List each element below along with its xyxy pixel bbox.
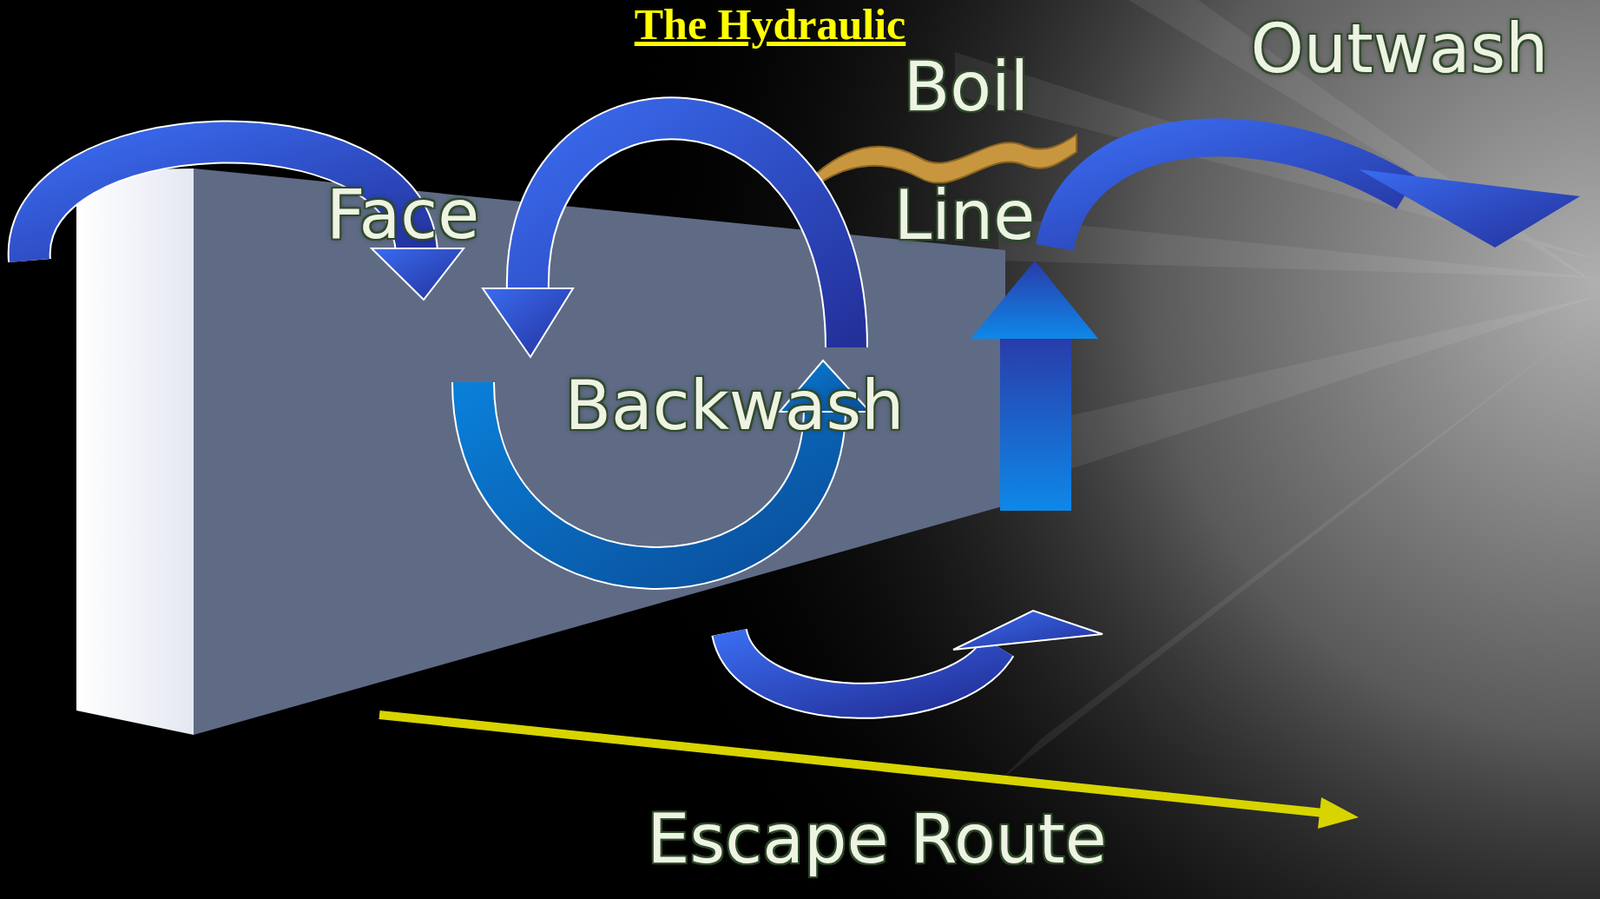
part-label: Escape Route [646,804,1107,873]
upwelling-arrow [970,260,1099,511]
part-label: Backwash [564,371,904,440]
part-label: Line [894,181,1036,250]
flow-arrow [729,610,1103,701]
dam-side [193,168,1006,735]
outwash-arrow [1054,137,1581,248]
dam-face [76,168,194,735]
part-label: Outwash [1250,14,1548,83]
boil-line-wave [816,134,1077,184]
backwash-arrow [482,118,847,357]
title: The Hydraulic [634,1,907,48]
part-label: Boil [903,52,1030,121]
part-label: Face [326,180,480,249]
